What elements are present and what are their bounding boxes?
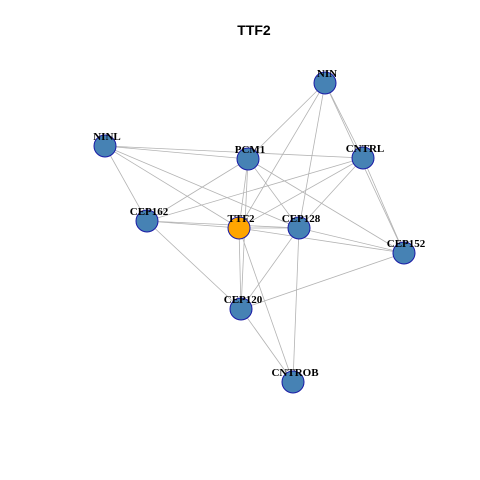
node-label-nin: NIN — [317, 68, 337, 80]
node-label-cntrob: CNTROB — [271, 367, 319, 379]
node-cep128 — [287, 216, 311, 240]
node-nin — [313, 71, 337, 95]
edge-cep128-cep152 — [298, 227, 405, 254]
node-pcm1 — [236, 147, 260, 171]
node-cep120 — [229, 297, 253, 321]
nodes-layer — [93, 71, 416, 394]
node-label-cntrl: CNTRL — [346, 143, 385, 155]
node-label-ninl: NINL — [93, 131, 121, 143]
node-label-cep120: CEP120 — [224, 294, 263, 306]
edge-ninl-cep162 — [104, 145, 148, 222]
node-label-cep162: CEP162 — [130, 206, 169, 218]
node-cntrob — [281, 370, 305, 394]
node-cntrl — [351, 146, 375, 170]
edge-cep152-cep120 — [240, 252, 405, 310]
edge-cep120-cntrob — [240, 308, 294, 383]
edge-ttf2-cep152 — [238, 227, 405, 254]
edge-cep128-cntrob — [292, 227, 300, 383]
edge-ninl-ttf2 — [104, 145, 240, 229]
diagram-title: TTF2 — [237, 22, 271, 38]
node-ninl — [93, 134, 117, 158]
edge-nin-ttf2 — [238, 82, 326, 229]
node-label-cep128: CEP128 — [282, 213, 321, 225]
node-cep162 — [135, 209, 159, 233]
node-label-pcm1: PCM1 — [235, 144, 266, 156]
edge-pcm1-cep128 — [247, 158, 300, 229]
edge-nin-pcm1 — [247, 82, 326, 160]
edge-pcm1-ttf2 — [238, 158, 249, 229]
edge-cntrl-ttf2 — [238, 157, 364, 229]
node-label-ttf2: TTF2 — [228, 213, 255, 225]
edge-nin-cntrl — [324, 82, 364, 159]
edge-pcm1-cep152 — [247, 158, 405, 254]
edge-cntrl-cep152 — [362, 157, 405, 254]
edge-cep128-cep120 — [240, 227, 300, 310]
edge-cep162-cep128 — [146, 220, 300, 229]
node-cep152 — [392, 241, 416, 265]
edge-ninl-cntrl — [104, 145, 364, 159]
edge-cntrl-cep128 — [298, 157, 364, 229]
edge-pcm1-cep162 — [146, 158, 249, 222]
node-ttf2 — [227, 216, 251, 240]
edge-cntrl-cep162 — [146, 157, 364, 222]
edge-ttf2-cntrob — [238, 227, 294, 383]
edge-ttf2-cep120 — [238, 227, 242, 310]
node-label-cep152: CEP152 — [387, 238, 426, 250]
edge-ninl-pcm1 — [104, 145, 249, 160]
edge-cep162-ttf2 — [146, 220, 240, 229]
edges-layer — [104, 82, 405, 383]
edge-cep162-cep120 — [146, 220, 242, 310]
